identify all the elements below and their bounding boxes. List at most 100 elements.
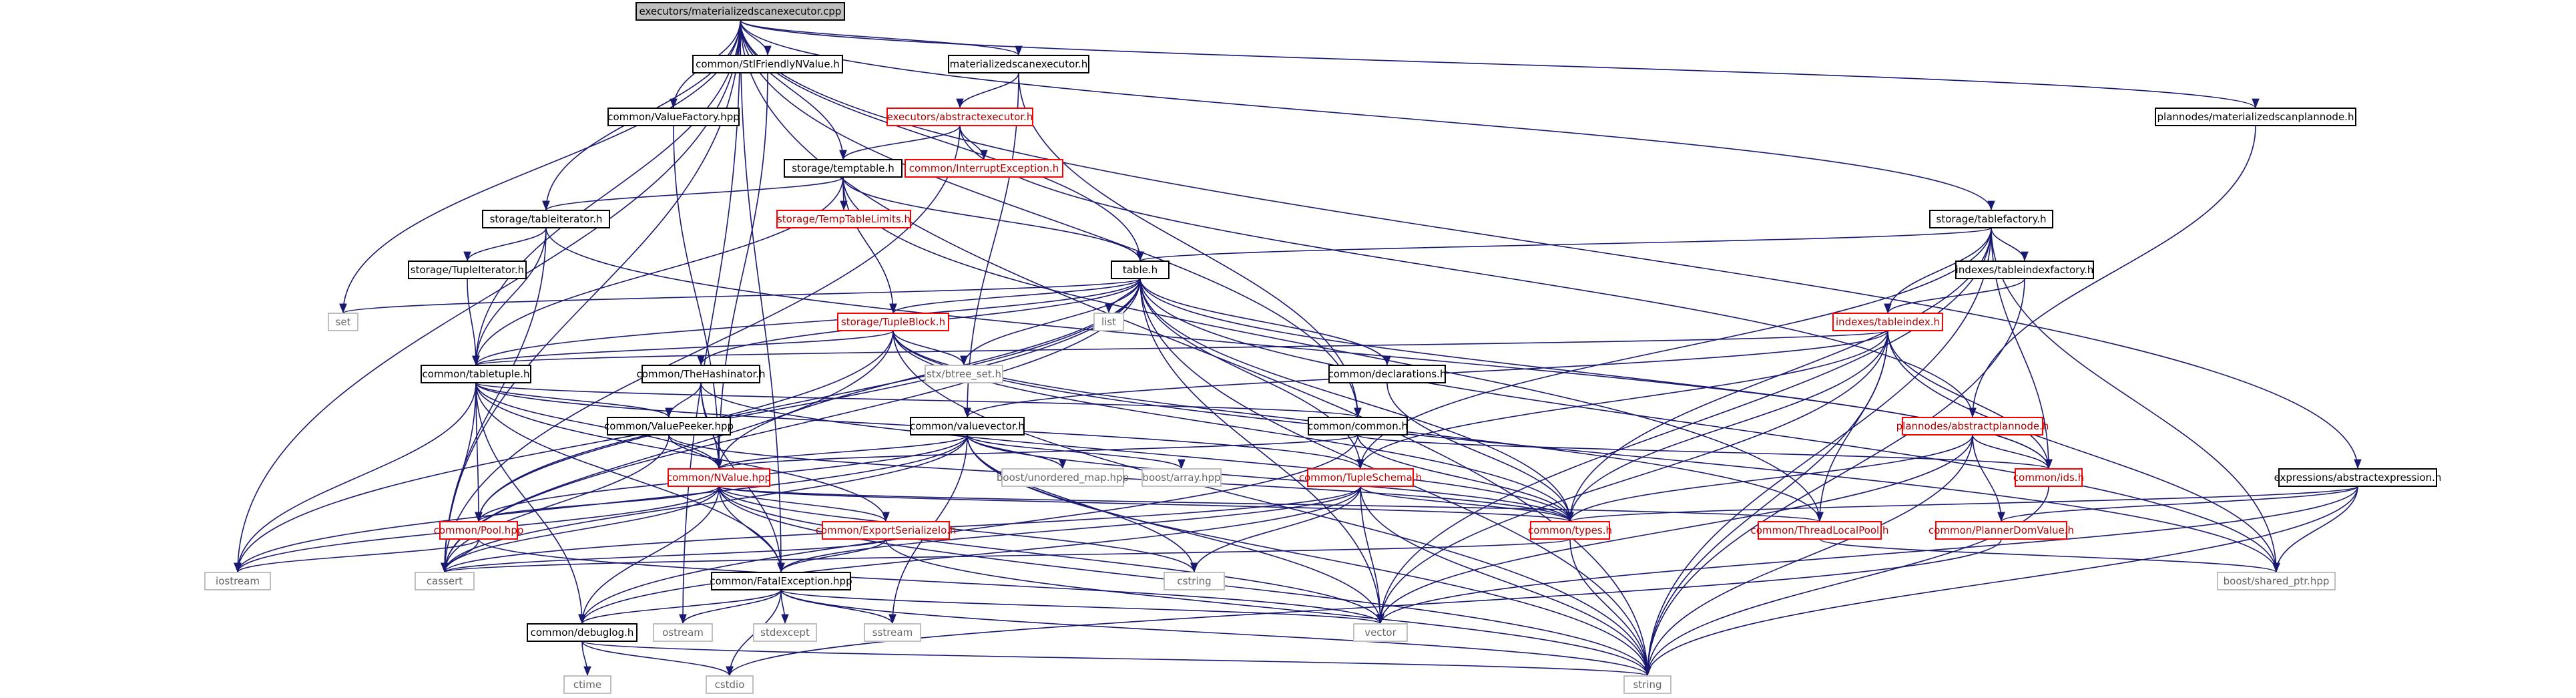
node-sharedptr-label: boost/shared_ptr.hpp [2224,575,2330,588]
node-interrupt[interactable]: common/InterruptException.h [905,159,1063,178]
node-stlfriendly[interactable]: common/StlFriendlyNValue.h [692,55,843,73]
node-set: set [328,313,358,331]
node-cassert: cassert [415,572,475,590]
node-tableiterator[interactable]: storage/tableiterator.h [482,210,610,228]
edge-tableiterator-to-ids [545,227,2053,470]
node-ids[interactable]: common/ids.h [2013,468,2084,487]
edge-tableindex-to-types [1566,330,1888,522]
node-cstdio-label: cstdio [715,679,745,691]
edge-root-to-fatal [740,19,785,573]
node-root-box [635,2,845,21]
node-tupleiterator[interactable]: storage/TupleIterator.h [408,260,527,279]
edge-tablefactory-to-table [1137,227,1992,262]
node-abstractexpression[interactable]: expressions/abstractexpression.h [2274,468,2442,487]
edge-tableiterator-to-tupleiterator [463,227,547,262]
edge-abstractexpression-to-sharedptr [2272,486,2358,573]
node-abstractplannode[interactable]: plannodes/abstractplannode.h [1896,417,2049,435]
node-fatal-box [711,572,851,590]
node-tempts[interactable]: storage/TempTableLimits.h [776,210,911,228]
node-plannodes_scan[interactable]: plannodes/materializedscanplannode.h [2155,108,2356,126]
edge-table-to-set [339,278,1141,314]
edge-fatal-to-stdexcept [780,589,789,625]
node-tupleblock[interactable]: storage/TupleBlock.h [837,313,949,331]
edge-matexec_h-to-abstractexecutor [956,72,1019,109]
node-exportserialize[interactable]: common/ExportSerializeIo.h [816,521,957,540]
node-stxbtree-box [925,365,1003,383]
node-abstractexecutor[interactable]: executors/abstractexecutor.h [886,108,1033,126]
node-vector-box [1353,623,1408,642]
edge-abstractexecutor-to-abstractplannode [959,125,1977,418]
edge-tupleschema-to-types [1360,486,1574,522]
node-indexfactory[interactable]: indexes/tableindexfactory.h [1955,260,2094,279]
node-cstdio: cstdio [706,675,754,694]
edge-fatal-to-ostream [679,589,782,625]
edge-abstractexpression-to-plannerdom [1997,486,2358,522]
node-matexec_h[interactable]: materializedscanexecutor.h [948,55,1089,73]
node-exportserialize-box [822,521,950,540]
node-nvalue[interactable]: common/NValue.hpp [667,468,771,487]
node-abstractexpression-label: expressions/abstractexpression.h [2274,472,2442,484]
node-vector: vector [1353,623,1408,642]
edge-indexfactory-to-tableindex [1884,278,2025,314]
edge-threadlocalpool-to-sharedptr [1819,538,2280,573]
node-stdexcept: stdexcept [753,623,817,642]
node-temptable[interactable]: storage/temptable.h [784,159,903,178]
node-tabletuple-label: common/tabletuple.h [423,368,530,380]
node-tupleblock-box [837,313,949,331]
node-pool-box [439,521,518,540]
node-debuglog[interactable]: common/debuglog.h [527,623,637,642]
node-declarations[interactable]: common/declarations.h [1328,365,1447,383]
node-commoncommon[interactable]: common/common.h [1308,417,1408,435]
edge-root-to-tabletuple [472,19,741,366]
edge-tabletuple-to-valuepeeker [475,382,673,418]
node-hashinator[interactable]: common/TheHashinator.h [636,365,766,383]
edge-types-to-cassert [441,538,1571,573]
edge-abstractplannode-to-plannerdom [1972,434,2005,522]
node-threadlocalpool[interactable]: common/ThreadLocalPool.h [1750,521,1889,540]
node-cassert-label: cassert [427,575,463,587]
node-valuepeeker[interactable]: common/ValuePeeker.hpp [604,417,734,435]
edge-tupleschema-to-cstring [1190,486,1361,573]
node-list-box [1093,313,1124,331]
node-stdexcept-label: stdexcept [760,627,810,639]
node-sstream: sstream [864,623,921,642]
edge-tupleblock-to-tabletuple [472,330,894,366]
edge-pool-to-iostream [234,538,479,573]
edge-tablefactory-to-sharedptr [1991,227,2280,573]
node-ostream: ostream [653,623,713,642]
node-tabletuple[interactable]: common/tabletuple.h [421,365,531,383]
edge-abstractexecutor-to-temptable [839,125,961,160]
edge-abstractexpression-to-string [1643,486,2358,677]
node-ostream-label: ostream [662,627,704,639]
node-unordered-box [1001,468,1124,487]
node-cstring-label: cstring [1177,575,1211,587]
edge-hashinator-to-types [700,382,1574,522]
edge-tabletuple-to-fatal [475,382,785,573]
edge-table-to-ids [1139,278,2053,470]
node-tableindex[interactable]: indexes/tableindex.h [1832,313,1943,331]
node-plannerdom[interactable]: common/PlannerDomValue.h [1928,521,2074,540]
edge-abstractexpression-to-vector [1376,486,2358,625]
edge-abstractplannode-to-ids [1972,434,2053,470]
node-tupleschema[interactable]: common/TupleSchema.h [1299,468,1422,487]
node-unordered: boost/unordered_map.hpp [997,468,1129,487]
node-nvalue-box [668,468,770,487]
node-tablefactory[interactable]: storage/tablefactory.h [1929,210,2053,228]
edge-tupleiterator-to-tabletuple [467,278,480,366]
node-tupleiterator-box [408,260,527,279]
node-sstream-label: sstream [872,627,913,639]
node-valuefactory[interactable]: common/ValueFactory.hpp [607,108,740,126]
edge-valuevector-to-nvalue [715,434,968,470]
edge-commoncommon-to-debuglog [578,434,1358,625]
node-valuevector[interactable]: common/valuevector.h [910,417,1025,435]
node-pool[interactable]: common/Pool.hpp [434,521,524,540]
node-list: list [1093,313,1124,331]
node-types[interactable]: common/types.h [1528,521,1612,540]
node-valuevector-label: common/valuevector.h [910,420,1025,432]
node-valuepeeker-label: common/ValuePeeker.hpp [604,420,734,432]
edge-tableiterator-to-tabletuple [472,227,547,366]
edge-exportserialize-to-string [885,538,1651,677]
node-fatal[interactable]: common/FatalException.hpp [710,572,852,590]
node-table[interactable]: table.h [1111,260,1170,279]
node-root[interactable]: executors/materializedscanexecutor.cpp [635,2,845,21]
